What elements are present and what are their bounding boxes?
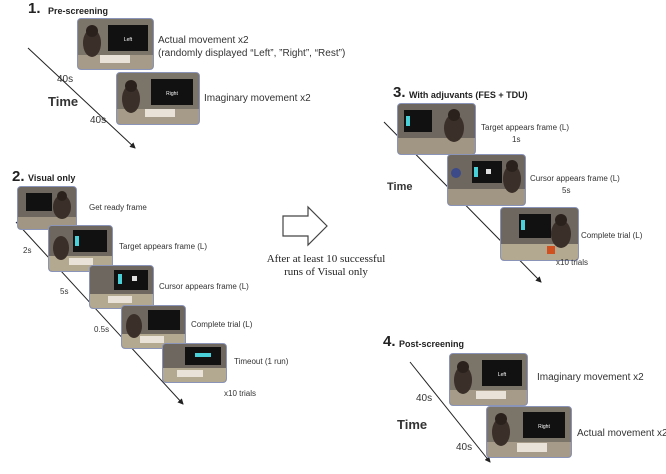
panel1-frame-imaginary: Right xyxy=(116,72,200,125)
panel4-screen-text1: Left xyxy=(498,372,507,378)
panel4-actual-label: Actual movement x2 xyxy=(577,428,666,439)
panel3-step1: Target appears frame (L) xyxy=(481,123,570,132)
panel2-duration2: 5s xyxy=(60,287,69,296)
panel3-frame-cursor xyxy=(447,154,526,206)
panel2-step2: Target appears frame (L) xyxy=(119,242,208,251)
panel3-frame-complete xyxy=(500,207,579,261)
panel3-time-label: Time xyxy=(387,181,413,193)
panel4-time-label: Time xyxy=(397,417,428,432)
panel1-title: Pre-screening xyxy=(48,6,109,16)
panel1-number: 1. xyxy=(28,0,41,17)
panel2-step3: Cursor appears frame (L) xyxy=(159,282,249,291)
panel1-screen-text2: Right xyxy=(166,91,178,97)
panel4-duration2: 40s xyxy=(456,442,473,453)
panel2-step5: Timeout (1 run) xyxy=(234,357,289,366)
panel3-title: With adjuvants (FES + TDU) xyxy=(409,90,528,100)
panel3-step2: Cursor appears frame (L) xyxy=(530,174,620,183)
panel4-duration1: 40s xyxy=(416,393,433,404)
panel1-screen-text1: Left xyxy=(124,37,133,43)
panel1-actual-sub: (randomly displayed “Left”, ”Right”, “Re… xyxy=(158,48,346,59)
panel4-imaginary-label: Imaginary movement x2 xyxy=(537,372,644,383)
panel2-step1: Get ready frame xyxy=(89,203,147,212)
panel1-imaginary-label: Imaginary movement x2 xyxy=(204,93,311,104)
panel2-duration1: 2s xyxy=(23,246,32,255)
panel4-frame-imaginary: Left xyxy=(449,353,528,406)
transition-text: After at least 10 successful runs of Vis… xyxy=(266,253,386,278)
panel4-title: Post-screening xyxy=(399,339,465,349)
panel2-trials: x10 trials xyxy=(224,389,257,398)
panel3-frame-target xyxy=(397,103,476,155)
panel2-frame-cursor xyxy=(89,265,154,309)
panel3-step3: Complete trial (L) xyxy=(581,231,643,240)
panel1-time-label: Time xyxy=(48,94,79,109)
panel2-duration3: 0.5s xyxy=(94,325,110,334)
panel3-number: 3. xyxy=(393,84,406,101)
panel1-frame-actual: Left xyxy=(77,18,154,70)
panel2-frame-timeout xyxy=(162,343,227,383)
panel2-title: Visual only xyxy=(28,173,76,183)
transition-arrow xyxy=(282,205,328,247)
panel3-duration2: 5s xyxy=(562,186,571,195)
panel3-trials: x10 trials xyxy=(556,258,589,267)
panel2-number: 2. xyxy=(12,168,25,185)
panel4-screen-text2: Right xyxy=(538,424,550,430)
panel4-frame-actual: Right xyxy=(486,406,572,458)
panel2-step4: Complete trial (L) xyxy=(191,320,253,329)
panel3-duration1: 1s xyxy=(512,135,521,144)
panel2-frame-target xyxy=(48,225,113,272)
panel4-number: 4. xyxy=(383,333,396,350)
panel1-actual-label: Actual movement x2 xyxy=(158,35,249,46)
panel1-duration2: 40s xyxy=(90,115,107,126)
panel2-frame-ready xyxy=(17,186,77,230)
panel1-duration1: 40s xyxy=(57,74,74,85)
